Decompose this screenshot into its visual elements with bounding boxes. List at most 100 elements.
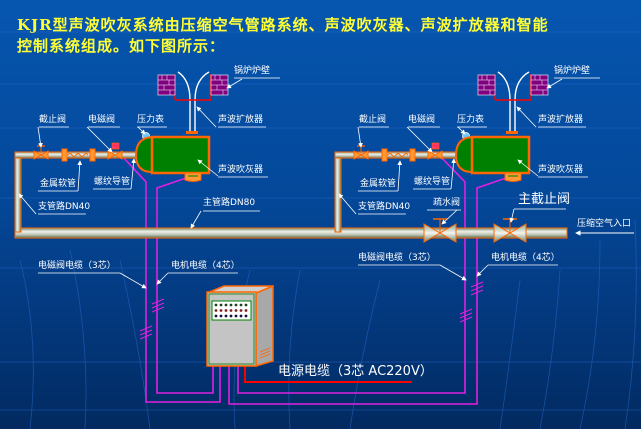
indicator-light (229, 309, 233, 312)
sound-expander-label-text: 声波扩放器 (218, 113, 263, 125)
solenoid-cable-label-text: 电磁阀电缆（3芯） (38, 259, 116, 271)
indicator-light (224, 314, 228, 318)
branch-pipe-vertical (14, 151, 22, 233)
metal-hose-label: 金属软管 (358, 160, 403, 192)
solenoid-valve[interactable] (427, 142, 443, 160)
sound-expander-label-leader (196, 106, 217, 128)
pressure-gauge-label: 压力表 (457, 113, 487, 135)
blower-head (454, 135, 473, 174)
metal-hose-label-leader (77, 160, 83, 192)
indicator-light (224, 303, 228, 307)
boiler-wall-left (477, 74, 496, 96)
pressure-gauge-label-leader (137, 126, 146, 135)
solenoid-valve[interactable] (107, 142, 123, 160)
solenoid-cable-label: 电磁阀电缆（3芯） (358, 251, 467, 281)
solenoid-valve-label-text: 电磁阀 (408, 113, 435, 125)
solenoid-valve-label-leader (406, 126, 433, 153)
solenoid-valve-left[interactable] (427, 150, 437, 160)
boiler-wall-left (157, 74, 176, 96)
branch-pipe-label-text: 支管路DN40 (358, 200, 410, 212)
svg-text:压缩空气入口: 压缩空气入口 (577, 217, 631, 229)
thread-pipe-label-text: 螺纹导管 (94, 175, 130, 187)
thread-pipe-label-leader (130, 158, 136, 190)
soot-blower-label: 声波吹灰器 (517, 159, 588, 178)
metal-hose-label-text: 金属软管 (360, 177, 396, 189)
solenoid-valve-label-text: 电磁阀 (88, 113, 115, 125)
drain-valve[interactable] (423, 218, 457, 243)
sound-expander-label: 声波扩放器 (196, 106, 266, 128)
motor-cable-label: 电机电缆（4芯） (156, 259, 240, 285)
boiler-wall-label-text: 锅炉炉壁 (234, 64, 270, 76)
drain-valve-label-text: 疏水阀 (433, 196, 460, 208)
indicator-light (234, 309, 238, 312)
solenoid-cable-label-leader (119, 272, 147, 289)
indicator-light (219, 303, 223, 307)
metal-hose-label: 金属软管 (38, 160, 83, 192)
indicator-light (229, 303, 233, 307)
sound-expander-label: 声波扩放器 (516, 106, 586, 128)
indicator-light (214, 314, 218, 318)
flange (381, 148, 388, 162)
cable-ticks (139, 281, 484, 340)
expander-horn-left (497, 71, 511, 131)
drain-valve-label-leader (441, 209, 458, 225)
boiler-wall-label: 锅炉炉壁 (546, 64, 600, 89)
thread-pipe-label: 螺纹导管 (413, 158, 456, 190)
pressure-gauge-label-text: 压力表 (457, 113, 484, 125)
main-stop-valve[interactable] (493, 218, 527, 243)
title-line-1: KJR型声波吹灰系统由压缩空气管路系统、声波吹灰器、声波扩放器和智能 (17, 16, 549, 34)
soot-blower-body[interactable] (470, 135, 531, 175)
main-pipe-label: 主管路DN80 (190, 196, 260, 229)
flange (89, 148, 96, 162)
indicator-light (239, 303, 243, 307)
branch-pipe-label-text: 支管路DN40 (38, 200, 90, 212)
motor-cable-label-text: 电机电缆（4芯） (491, 251, 560, 263)
stop-valve-left[interactable] (353, 150, 363, 160)
indicator-light (244, 309, 248, 312)
metal-hose-label-leader (397, 160, 403, 192)
boiler-wall-right (530, 74, 549, 96)
expander-horn-right (194, 71, 210, 131)
hose-corrugation (67, 153, 89, 157)
sound-expander-label-text: 声波扩放器 (538, 113, 583, 125)
indicator-light (244, 303, 248, 307)
indicator-light (224, 309, 228, 312)
solenoid-valve-label-leader (86, 126, 113, 153)
solenoid-valve-label: 电磁阀 (406, 113, 440, 153)
branch-pipe-vertical (334, 151, 342, 233)
pressure-gauge-label-leader (457, 126, 466, 135)
thread-pipe-label-text: 螺纹导管 (414, 175, 450, 187)
indicator-light (234, 314, 238, 318)
solenoid-cable-label-leader (439, 264, 467, 281)
stop-valve-left[interactable] (33, 150, 43, 160)
solenoid-valve-label: 电磁阀 (86, 113, 120, 153)
branch-pipe-label: 支管路DN40 (18, 193, 90, 215)
indicator-light (234, 303, 238, 307)
blower-head (134, 135, 153, 174)
branch-pipe-label: 支管路DN40 (338, 193, 410, 215)
solenoid-cable-label: 电磁阀电缆（3芯） (38, 259, 147, 289)
control-cabinet[interactable] (206, 284, 274, 368)
expander-flange (506, 131, 518, 134)
stop-valve-right[interactable] (39, 150, 49, 160)
title-line-2: 控制系统组成。如下图所示： (17, 37, 226, 55)
motor-cable-label-leader (476, 264, 489, 277)
soot-blower-label-text: 声波吹灰器 (218, 163, 263, 175)
soot-blower-body[interactable] (150, 135, 211, 175)
flange (409, 148, 416, 162)
solenoid-valve-left[interactable] (107, 150, 117, 160)
boiler-wall-right (210, 74, 229, 96)
blower-motor (504, 172, 522, 182)
indicator-light (239, 314, 243, 318)
solenoid-coil (431, 142, 440, 150)
stop-valve[interactable] (33, 145, 49, 160)
solenoid-valve-right[interactable] (433, 150, 443, 160)
pressure-gauge-label-text: 压力表 (137, 113, 164, 125)
solenoid-valve-right[interactable] (113, 150, 123, 160)
soot-blower-label: 声波吹灰器 (197, 159, 268, 178)
svg-text:主管路DN80: 主管路DN80 (203, 196, 255, 208)
branch-pipe-label-leader (18, 193, 37, 215)
stop-valve-right[interactable] (359, 150, 369, 160)
boiler-wall-label: 锅炉炉壁 (226, 64, 280, 89)
